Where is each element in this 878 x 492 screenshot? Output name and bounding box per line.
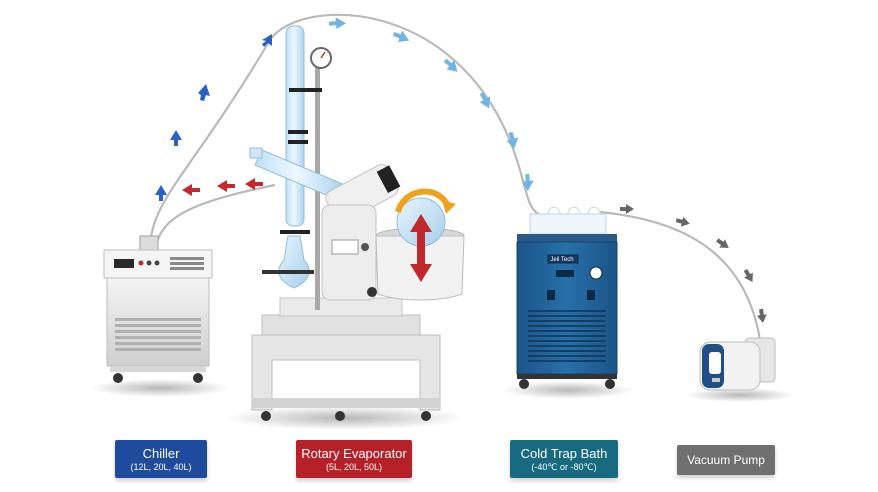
chiller-capacity: (12L, 20L, 40L): [130, 461, 192, 472]
cold-trap-bath: Jeil Tech: [516, 206, 618, 389]
rotary-evaporator: [249, 25, 465, 421]
cold-trap-bath-temperature: (-40℃ or -80℃): [531, 461, 597, 472]
ground-shadows: [90, 379, 795, 430]
coolant-return-arrows: [182, 178, 263, 196]
chiller-title: Chiller: [142, 445, 180, 461]
cold-trap-bath-title: Cold Trap Bath: [520, 445, 608, 461]
chiller-vent-icon: [115, 318, 201, 351]
coolant-supply-arrows: [155, 34, 272, 201]
vapor-flow-arrows: [328, 17, 534, 192]
chiller: [103, 235, 213, 383]
tubing: [148, 13, 762, 341]
rotation-arrow-icon: [395, 188, 451, 214]
vacuum-pump-label: Vacuum Pump: [677, 445, 775, 475]
vacuum-pump: [699, 337, 776, 391]
cold-trap-vent-icon: [528, 310, 606, 362]
cold-trap-bath-label: Cold Trap Bath (-40℃ or -80℃): [510, 440, 618, 478]
vacuum-flow-arrows: [620, 204, 767, 323]
rotary-evaporator-capacity: (5L, 20L, 50L): [325, 461, 383, 472]
rotary-evaporator-title: Rotary Evaporator: [301, 445, 407, 461]
cold-trap-brand-logo: Jeil Tech: [550, 257, 573, 263]
vacuum-pump-title: Vacuum Pump: [687, 452, 765, 467]
rotary-evaporator-label: Rotary Evaporator (5L, 20L, 50L): [296, 440, 412, 478]
chiller-label: Chiller (12L, 20L, 40L): [115, 440, 207, 478]
lift-arrow-icon: [410, 214, 432, 282]
